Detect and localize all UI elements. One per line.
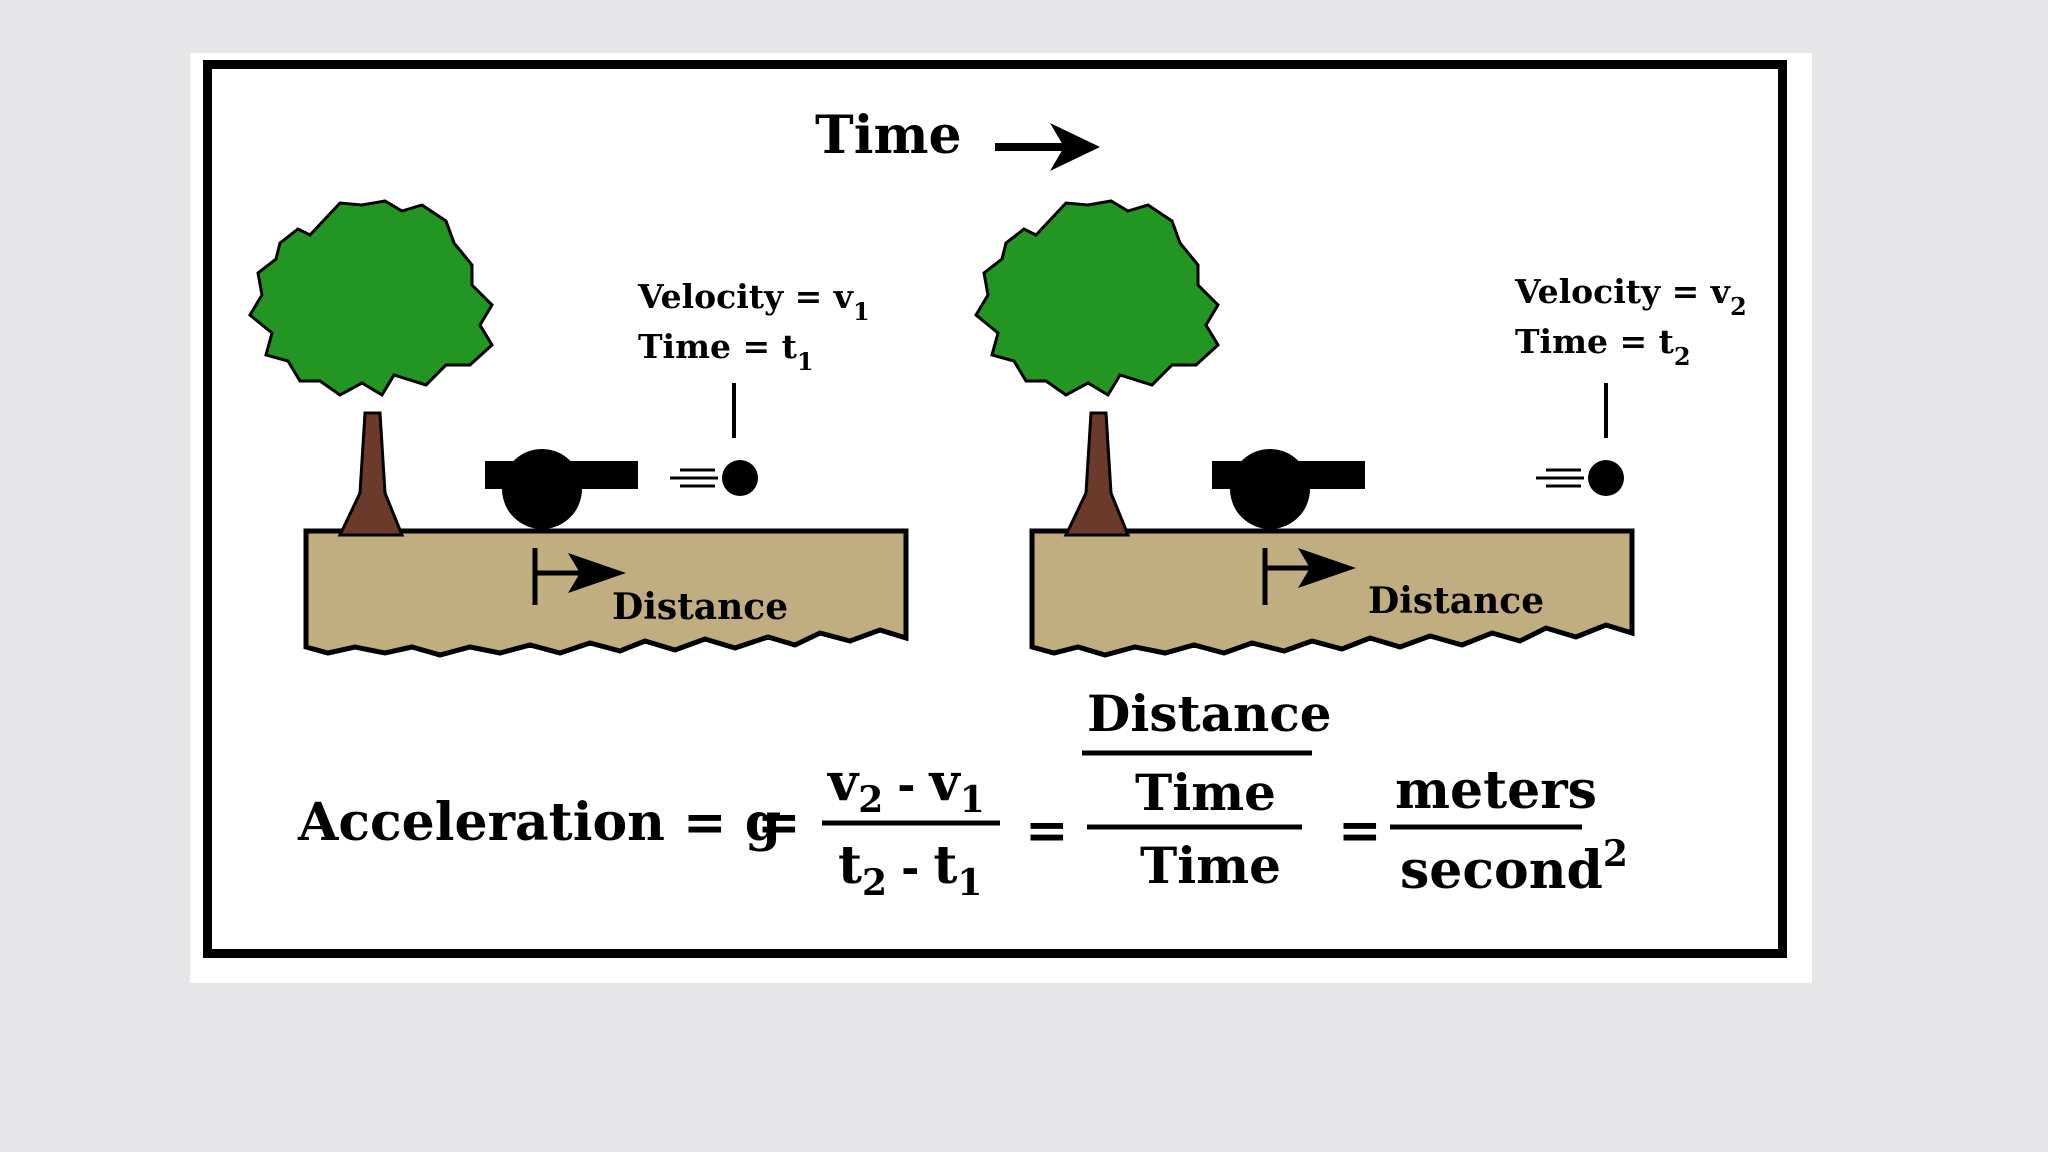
- distance-label-1: Distance: [612, 586, 788, 628]
- formula-equals-3: =: [1338, 800, 1382, 861]
- time-arrow-icon: [995, 123, 1100, 171]
- formula-equals-1: =: [757, 792, 801, 853]
- diagram-card: Time: [190, 53, 1812, 983]
- fraction-denominator: t2-t1: [838, 835, 982, 904]
- panel-1: Velocity = v1 Time = t1 Distance: [250, 201, 906, 655]
- cannon-icon: [1212, 449, 1365, 529]
- projectile-ball-icon: [1536, 383, 1624, 496]
- velocity-label-2: Velocity = v2: [1514, 272, 1747, 321]
- formula-equals-2: =: [1025, 800, 1069, 861]
- acceleration-formula: Acceleration = g = v2-v1 t2-t1 = Distanc…: [297, 684, 1628, 904]
- outer-denominator: Time: [1140, 836, 1281, 895]
- units-denominator: second2: [1400, 833, 1628, 901]
- time-label-2: Time = t2: [1515, 322, 1691, 371]
- units-numerator: meters: [1395, 760, 1597, 821]
- ground-1: [306, 531, 906, 655]
- cannon-icon: [485, 449, 638, 529]
- time-heading: Time: [815, 105, 962, 166]
- panel-2: Velocity = v2 Time = t2 Distance: [976, 201, 1747, 655]
- acceleration-diagram: Time: [190, 53, 1812, 983]
- nested-inner-denominator: Time: [1135, 763, 1276, 822]
- nested-numerator: Distance: [1087, 684, 1332, 743]
- tree-icon: [976, 201, 1218, 535]
- formula-lhs: Acceleration = g: [297, 792, 781, 853]
- distance-label-2: Distance: [1368, 580, 1544, 622]
- velocity-label-1: Velocity = v1: [637, 277, 870, 326]
- tree-icon: [250, 201, 492, 535]
- projectile-ball-icon: [670, 383, 758, 496]
- time-label-1: Time = t1: [638, 327, 814, 376]
- fraction-numerator: v2-v1: [827, 752, 985, 821]
